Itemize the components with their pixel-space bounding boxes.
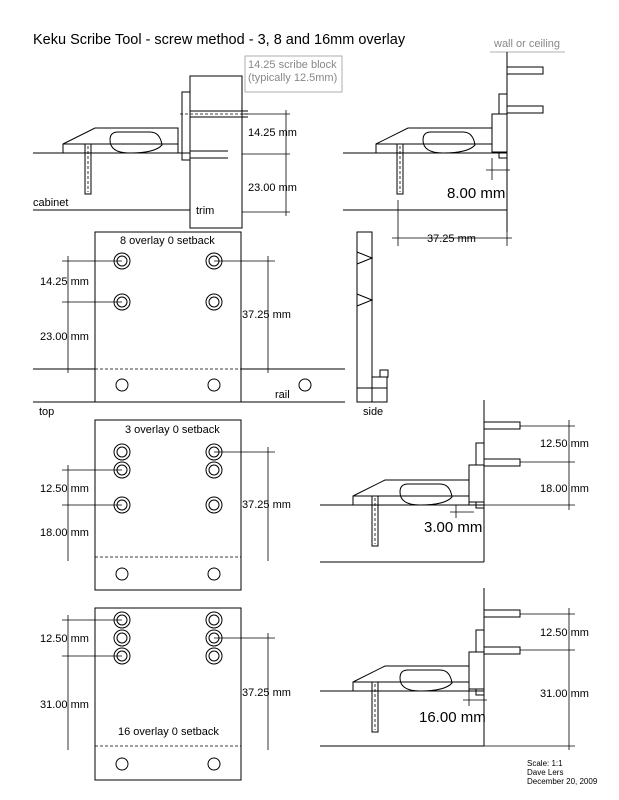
side-label: side <box>363 406 383 418</box>
profile-8-overlay-left: 14.25 scribe block (typically 12.5mm) ca… <box>33 55 343 229</box>
plate-1-title: 8 overlay 0 setback <box>120 235 215 247</box>
date-label: December 20, 2009 <box>527 777 598 786</box>
plate-3-overlay: 3 overlay 0 setback 12.50 mm 18.00 mm 37… <box>40 419 291 591</box>
dim-23-00-top: 23.00 mm <box>248 182 297 194</box>
page-title: Keku Scribe Tool - screw method - 3, 8 a… <box>33 32 406 48</box>
side-view: side <box>356 231 389 418</box>
dim-12-50-plate-3: 12.50 mm <box>40 633 89 645</box>
profile-16-overlay: 16.00 mm 12.50 mm 31.00 mm <box>320 588 589 750</box>
dim-37-25-plate-1: 37.25 mm <box>242 309 291 321</box>
dim-23-00-plate-1: 23.00 mm <box>40 331 89 343</box>
cabinet-label: cabinet <box>33 197 68 209</box>
dim-31-00-plate-3: 31.00 mm <box>40 699 89 711</box>
dim-14-25-plate-1: 14.25 mm <box>40 276 89 288</box>
scribe-block-label-box <box>244 55 343 93</box>
dim-37-25-top: 37.25 mm <box>427 233 476 245</box>
scribe-block <box>181 91 191 161</box>
dim-31-00-right-3: 31.00 mm <box>540 688 589 700</box>
dim-16-00: 16.00 mm <box>419 709 486 726</box>
scribe-tool-body <box>62 127 179 154</box>
wall-or-ceiling-label: wall or ceiling <box>493 38 560 50</box>
top-label: top <box>39 406 54 418</box>
trim-label: trim <box>196 205 214 217</box>
dim-12-50-right-3: 12.50 mm <box>540 627 589 639</box>
rail-label: rail <box>275 389 290 401</box>
dim-18-00-plate-2: 18.00 mm <box>40 527 89 539</box>
plate-8-overlay: 8 overlay 0 setback rail top 14.25 mm 23… <box>33 231 345 418</box>
scribe-block-label-2: (typically 12.5mm) <box>248 72 337 84</box>
dim-14-25-top: 14.25 mm <box>248 127 297 139</box>
plate-2-title: 3 overlay 0 setback <box>125 424 220 436</box>
plate-3-title: 16 overlay 0 setback <box>118 726 219 738</box>
trim-block <box>189 75 243 229</box>
dim-37-25-plate-3: 37.25 mm <box>242 687 291 699</box>
dim-12-50-right-2: 12.50 mm <box>540 438 589 450</box>
dim-37-25-plate-2: 37.25 mm <box>242 499 291 511</box>
plate-16-overlay: 16 overlay 0 setback 12.50 mm 31.00 mm 3… <box>40 607 291 781</box>
profile-3-overlay: 3.00 mm 12.50 mm 18.00 mm <box>320 400 589 563</box>
profile-8-overlay-right: wall or ceiling 8.00 mm 37.25 mm <box>343 38 565 246</box>
dim-8-00: 8.00 mm <box>447 185 505 202</box>
dim-12-50-plate-2: 12.50 mm <box>40 483 89 495</box>
author-label: Dave Lers <box>527 768 563 777</box>
dim-3-00: 3.00 mm <box>424 519 482 536</box>
dim-18-00-right-2: 18.00 mm <box>540 483 589 495</box>
scale-label: Scale: 1:1 <box>527 759 563 768</box>
scribe-block-label-1: 14.25 scribe block <box>248 59 337 71</box>
